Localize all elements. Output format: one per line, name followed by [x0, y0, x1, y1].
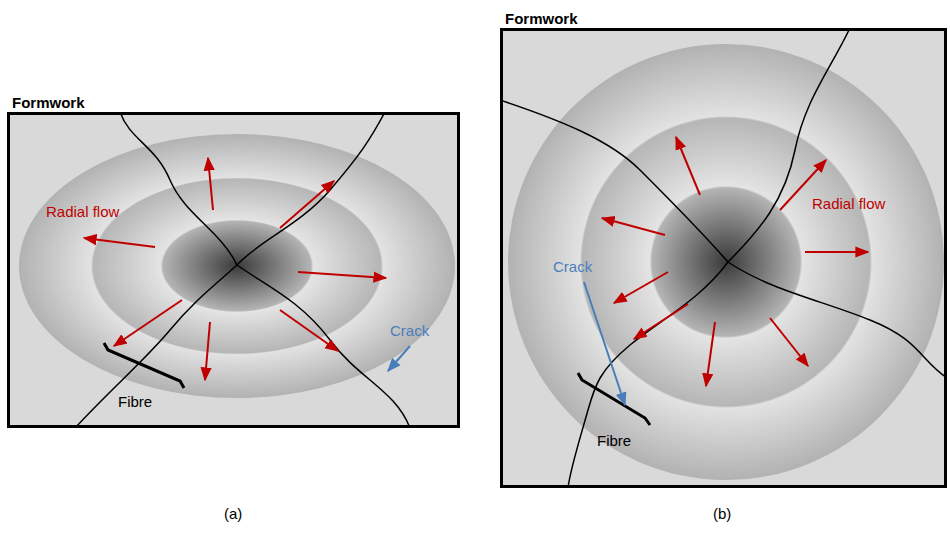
formwork-ground — [500, 28, 947, 488]
flow-label: Radial flow — [812, 195, 885, 212]
crack-label: Crack — [553, 258, 592, 275]
radial-arrows — [602, 137, 868, 386]
flow-rings — [508, 44, 944, 480]
panel-caption: (a) — [224, 505, 242, 522]
cracks — [500, 28, 947, 488]
panel-a-art — [7, 112, 460, 428]
formwork-heading: Formwork — [12, 94, 85, 111]
fibre-label: Fibre — [597, 432, 631, 449]
radial-arrows — [84, 158, 386, 380]
crack-pointer — [584, 282, 625, 405]
formwork-ground — [7, 112, 460, 428]
panel-caption: (b) — [713, 505, 731, 522]
crack-pointer — [388, 346, 410, 371]
formwork-box: Formwork — [7, 112, 460, 428]
fibre-label: Fibre — [118, 393, 152, 410]
panel-b-art — [500, 28, 947, 488]
flow-label: Radial flow — [46, 203, 119, 220]
formwork-heading: Formwork — [505, 10, 578, 27]
crack-label: Crack — [390, 322, 429, 339]
fibre-bracket — [104, 343, 184, 388]
cracks — [75, 112, 410, 428]
fibre-bracket — [578, 373, 650, 425]
